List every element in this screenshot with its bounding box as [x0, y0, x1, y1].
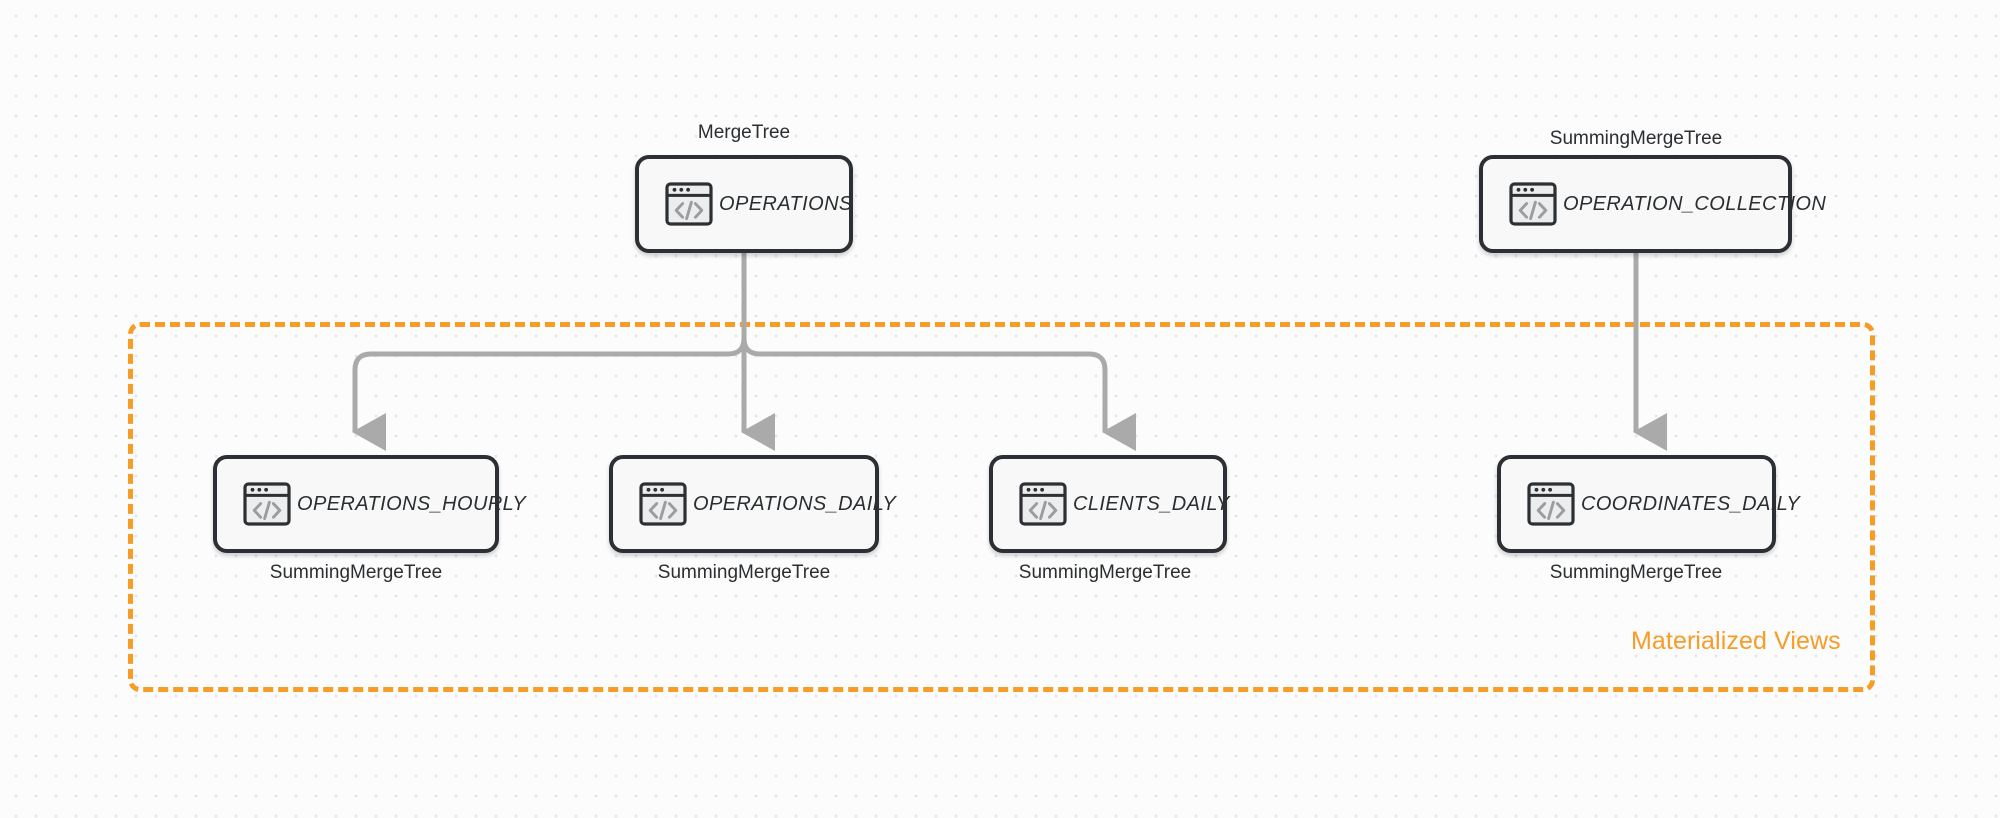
node-clients-daily-title: CLIENTS_DAILY [1073, 492, 1230, 515]
engine-caption-operations-hourly: SummingMergeTree [269, 562, 443, 583]
engine-caption-operations: MergeTree [697, 122, 791, 143]
node-operations-daily[interactable]: OPERATIONS_DAILY [609, 455, 896, 553]
code-window-icon [1527, 482, 1575, 526]
node-operations-hourly-title: OPERATIONS_HOURLY [297, 492, 527, 515]
engine-caption-operations-daily: SummingMergeTree [657, 562, 831, 583]
engine-caption-clients-daily: SummingMergeTree [1018, 562, 1192, 583]
node-operation-collection[interactable]: OPERATION_COLLECTION [1479, 155, 1826, 253]
code-window-icon [1509, 182, 1557, 226]
engine-caption-operation-collection: SummingMergeTree [1549, 128, 1723, 149]
node-operations[interactable]: OPERATIONS [635, 155, 853, 253]
node-coordinates-daily-title: COORDINATES_DAILY [1581, 492, 1801, 515]
node-clients-daily[interactable]: CLIENTS_DAILY [989, 455, 1229, 553]
code-window-icon [665, 182, 713, 226]
node-operations-title: OPERATIONS [719, 192, 853, 215]
node-operation-collection-title: OPERATION_COLLECTION [1563, 192, 1827, 215]
materialized-views-group-label: Materialized Views [1631, 627, 1841, 655]
engine-caption-coordinates-daily: SummingMergeTree [1549, 562, 1723, 583]
node-operations-daily-title: OPERATIONS_DAILY [693, 492, 897, 515]
code-window-icon [1019, 482, 1067, 526]
node-coordinates-daily[interactable]: COORDINATES_DAILY [1497, 455, 1800, 553]
code-window-icon [243, 482, 291, 526]
code-window-icon [639, 482, 687, 526]
node-operations-hourly[interactable]: OPERATIONS_HOURLY [213, 455, 526, 553]
